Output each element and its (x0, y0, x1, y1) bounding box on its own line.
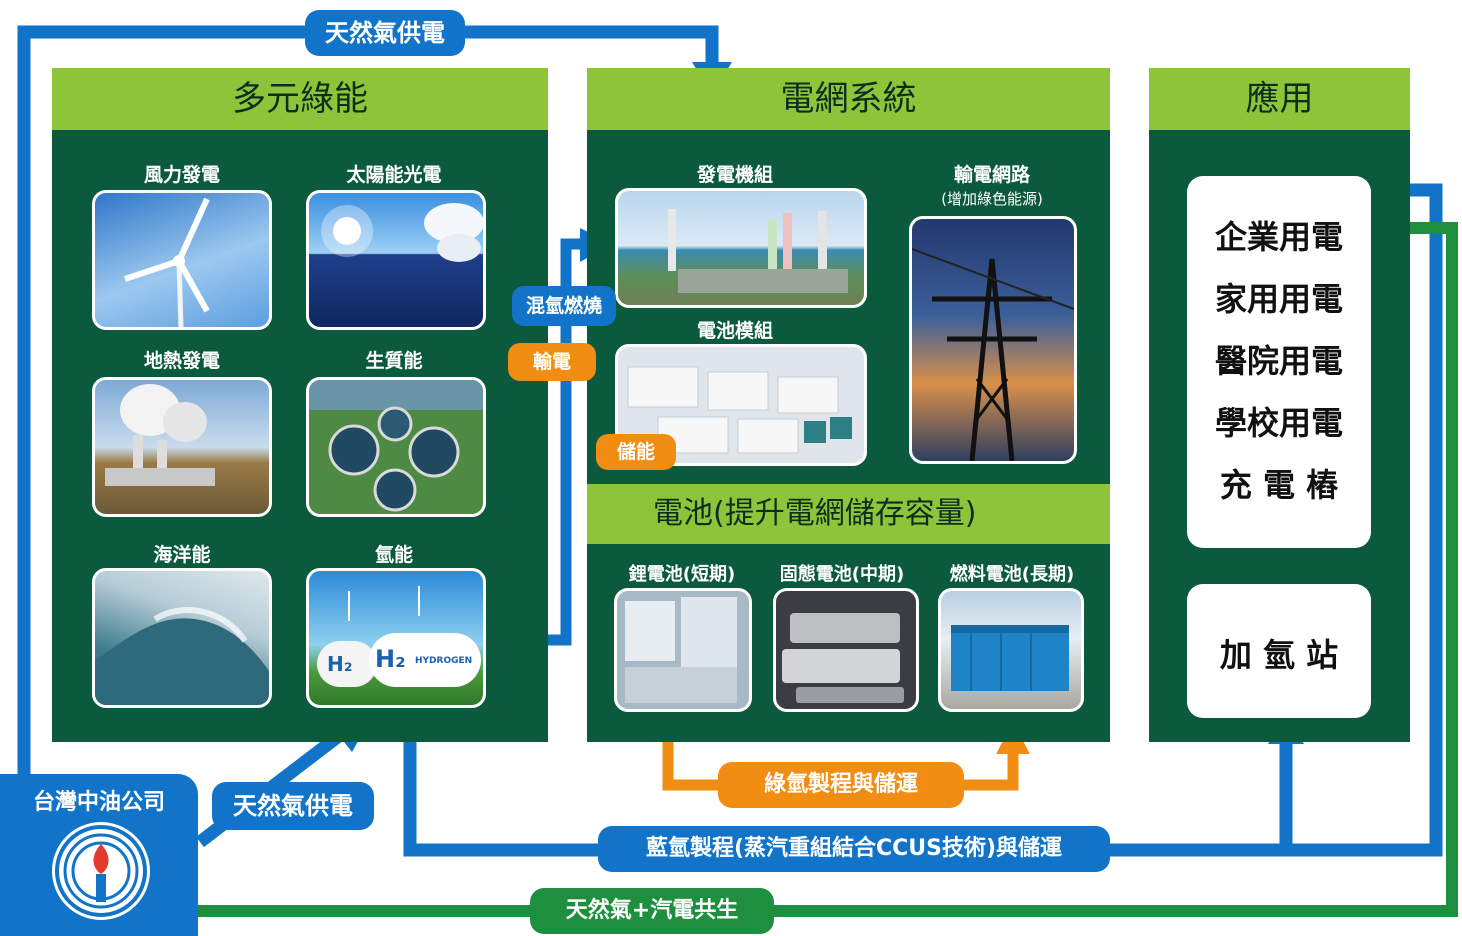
cogeneration-line (180, 222, 1458, 917)
blue-hydrogen-pill: 藍氫製程(蒸汽重組結合CCUS技術)與儲運 (598, 826, 1110, 872)
fuel-cell-label: 燃料電池(長期) (949, 564, 1075, 585)
svg-text:HYDROGEN: HYDROGEN (415, 656, 472, 666)
hydrogen-label: 氫能 (374, 544, 413, 566)
cogeneration-pill: 天然氣+汽電共生 (530, 888, 774, 934)
use-charging: 充 電 樁 (1219, 466, 1339, 504)
biomass-label: 生質能 (365, 350, 423, 372)
grid-panel: 電網系統 發電機組 電池模組 輸電網路 (增加綠色能源) 電池(提升電網儲存容量… (587, 68, 1110, 742)
solid-battery-icon (773, 588, 919, 712)
ocean-label: 海洋能 (153, 544, 211, 566)
transmission-network-sublabel: (增加綠色能源) (941, 190, 1043, 208)
hydrogen-station-label: 加 氫 站 (1219, 636, 1339, 674)
electricity-uses-box: 企業用電 家用用電 醫院用電 學校用電 充 電 樁 (1187, 176, 1371, 548)
top-gas-pill: 天然氣供電 (305, 10, 465, 56)
generator-label: 發電機組 (696, 164, 773, 186)
wind-turbine-icon (92, 190, 272, 330)
battery-bar: 電池(提升電網儲存容量) (587, 484, 1110, 544)
company-name: 台灣中油公司 (32, 790, 165, 815)
left-gas-pill: 天然氣供電 (212, 782, 374, 830)
storage-pill: 儲能 (596, 434, 676, 470)
geothermal-label: 地熱發電 (143, 350, 220, 372)
use-school: 學校用電 (1214, 404, 1343, 442)
svg-text:H₂: H₂ (375, 645, 406, 673)
battery-bar-text: 電池(提升電網儲存容量) (653, 496, 977, 531)
geothermal-plant-icon (92, 377, 272, 517)
ocean-wave-icon (92, 568, 272, 708)
use-hospital: 醫院用電 (1214, 342, 1343, 380)
hydrogen-station-box: 加 氫 站 (1187, 584, 1371, 718)
transmission-pill: 輸電 (508, 343, 596, 381)
svg-text:H₂: H₂ (327, 652, 353, 676)
grid-title: 電網系統 (587, 68, 1110, 130)
green-hydrogen-pill: 綠氫製程與儲運 (718, 762, 964, 808)
lithium-battery-icon (614, 588, 752, 712)
solar-panel-icon (306, 190, 486, 330)
cpc-logo-icon (52, 822, 150, 920)
power-tower-icon (909, 216, 1077, 464)
blue-hydrogen-line (403, 183, 1443, 857)
hydrogen-mix-pill: 混氫燃燒 (512, 286, 616, 326)
transmission-network-label: 輸電網路 (953, 164, 1030, 186)
solid-battery-label: 固態電池(中期) (779, 564, 905, 585)
battery-module-label: 電池模組 (696, 320, 773, 342)
green-energy-panel: 多元綠能 風力發電 太陽能光電 地熱發電 生質能 海洋能 氫能 H₂ H₂ HYDR… (52, 68, 548, 742)
wind-label: 風力發電 (143, 164, 220, 186)
fuel-cell-icon (938, 588, 1084, 712)
green-energy-title: 多元綠能 (52, 68, 548, 130)
lithium-battery-label: 鋰電池(短期) (628, 564, 736, 585)
company-box: 台灣中油公司 (0, 774, 198, 936)
generator-plant-icon (615, 188, 867, 308)
battery-module-icon (615, 344, 867, 466)
hydrogen-tanks-icon: H₂ H₂ HYDROGEN (306, 568, 486, 708)
application-title: 應用 (1149, 68, 1410, 130)
use-household: 家用用電 (1214, 280, 1343, 318)
solar-label: 太陽能光電 (346, 164, 442, 186)
application-panel: 應用 企業用電 家用用電 醫院用電 學校用電 充 電 樁 加 氫 站 (1149, 68, 1410, 742)
use-enterprise: 企業用電 (1214, 218, 1343, 256)
biomass-plant-icon (306, 377, 486, 517)
